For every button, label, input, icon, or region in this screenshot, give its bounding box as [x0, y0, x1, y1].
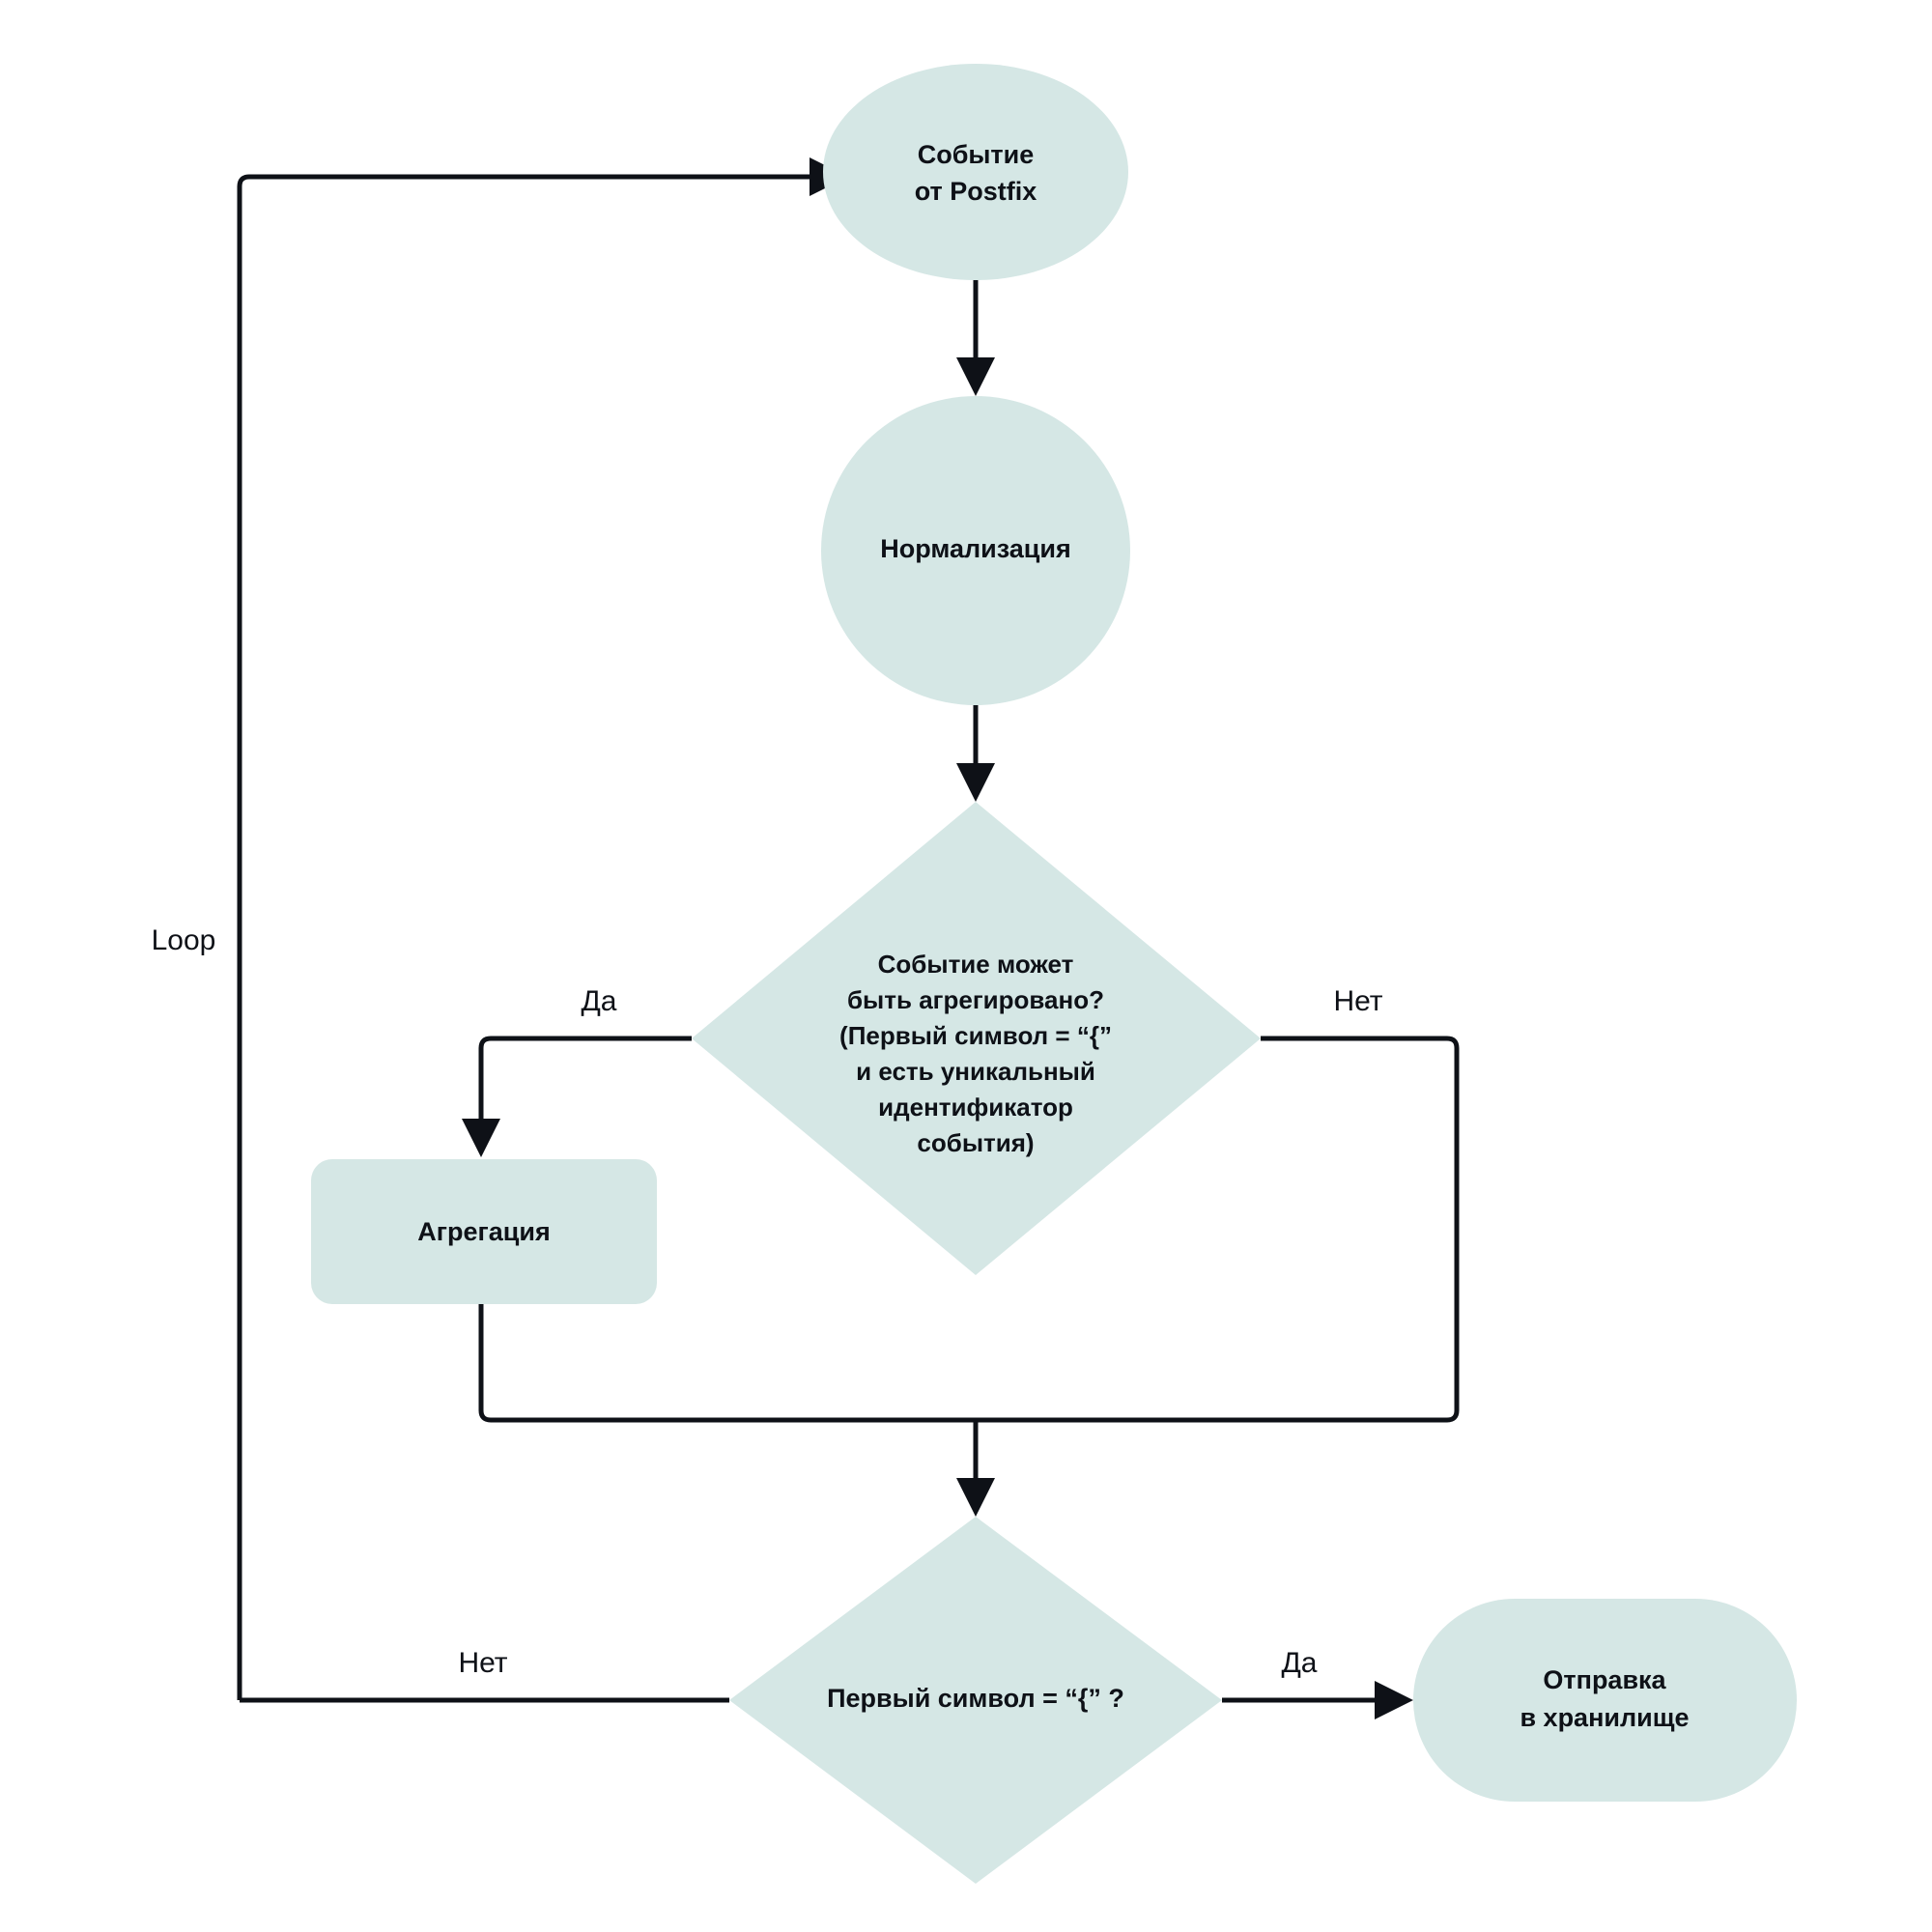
node-send-to-storage-label-line1: Отправка: [1543, 1665, 1666, 1694]
edge-start-to-normalization-arrowhead: [956, 357, 995, 396]
node-send-to-storage[interactable]: Отправка в хранилище: [1413, 1599, 1797, 1802]
edge-label-aggregate-no: Нет: [1333, 985, 1382, 1017]
edge-firstchar-yes: [1222, 1681, 1413, 1719]
edge-decision-yes-arrowhead: [462, 1119, 500, 1157]
node-normalization[interactable]: Нормализация: [821, 396, 1130, 705]
node-send-to-storage-shape: [1413, 1599, 1797, 1802]
edge-decision-no-path: [976, 1036, 1460, 1423]
node-send-to-storage-label-line2: в хранилище: [1520, 1703, 1689, 1732]
edge-label-aggregate-yes: Да: [581, 985, 616, 1017]
edge-loop-path: [237, 174, 810, 1700]
node-first-char-shape: [729, 1517, 1222, 1884]
edge-normalization-to-decision-arrowhead: [956, 763, 995, 802]
edge-junction-to-firstchar: [956, 1420, 995, 1517]
node-normalization-shape: [821, 396, 1130, 705]
edge-decision-no-path-group: [976, 1036, 1460, 1423]
edge-decision-yes-path: [478, 1036, 692, 1119]
edge-label-loop: Loop: [152, 924, 216, 956]
edge-loop: [237, 157, 848, 1700]
edge-label-firstchar-no: Нет: [458, 1647, 507, 1679]
edge-label-firstchar-yes: Да: [1281, 1647, 1317, 1679]
node-can-aggregate-shape: [692, 802, 1261, 1275]
edge-junction-to-firstchar-arrowhead: [956, 1478, 995, 1517]
edge-decision-yes-to-aggregation: [462, 1036, 692, 1157]
node-start-event-label-line1: Событие: [918, 140, 1035, 169]
edge-firstchar-yes-arrowhead: [1375, 1681, 1413, 1719]
node-start-event-label-line2: от Postfix: [915, 177, 1037, 206]
node-first-char-label: Первый символ = “{” ?: [827, 1684, 1124, 1713]
node-start-event-shape: [823, 64, 1128, 280]
node-aggregation-label: Агрегация: [417, 1217, 550, 1246]
node-can-aggregate-label-line6: события): [917, 1128, 1034, 1157]
node-can-aggregate-label-line2: быть агрегировано?: [847, 985, 1104, 1014]
edge-aggregation-to-junction-path: [478, 1304, 976, 1423]
node-can-aggregate-label-line1: Событие может: [878, 950, 1074, 979]
edge-start-to-normalization: [956, 280, 995, 396]
node-can-aggregate-label-line5: идентификатор: [878, 1093, 1073, 1122]
node-aggregation-shape: [311, 1159, 657, 1304]
node-aggregation[interactable]: Агрегация: [311, 1159, 657, 1304]
node-can-aggregate-label-line4: и есть уникальный: [856, 1057, 1095, 1086]
node-start-event[interactable]: Событие от Postfix: [823, 64, 1128, 280]
node-can-aggregate-decision[interactable]: Событие может быть агрегировано? (Первый…: [692, 802, 1261, 1275]
edge-normalization-to-decision: [956, 705, 995, 802]
node-normalization-label: Нормализация: [880, 534, 1071, 563]
edge-aggregation-to-junction: [478, 1304, 976, 1423]
node-can-aggregate-label-line3: (Первый символ = “{”: [839, 1021, 1112, 1050]
node-first-char-decision[interactable]: Первый символ = “{” ?: [729, 1517, 1222, 1884]
